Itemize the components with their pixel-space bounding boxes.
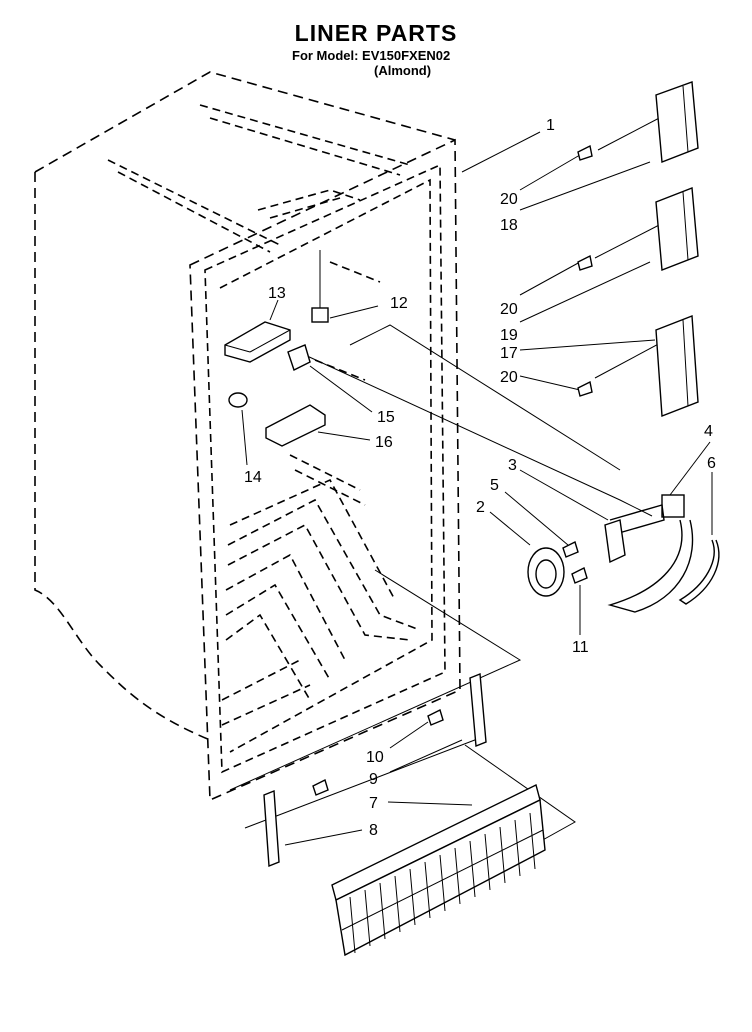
sensing-tube-6 bbox=[678, 539, 720, 605]
callout-4: 4 bbox=[704, 423, 713, 440]
callout-7: 7 bbox=[369, 795, 378, 812]
shelf-bracket-19 bbox=[655, 187, 699, 271]
screw-5 bbox=[562, 541, 579, 558]
callout-1: 1 bbox=[546, 117, 555, 134]
leader-lines bbox=[229, 114, 713, 951]
callout-20-c: 20 bbox=[500, 369, 518, 386]
callout-2: 2 bbox=[476, 499, 485, 516]
grille-7 bbox=[331, 783, 546, 957]
bracket-16 bbox=[265, 404, 326, 447]
callout-12: 12 bbox=[390, 295, 408, 312]
shelf-bracket-17 bbox=[655, 315, 699, 417]
model-number: For Model: EV150FXEN02 bbox=[292, 48, 451, 63]
screw-10-b bbox=[312, 779, 329, 796]
callout-3: 3 bbox=[508, 457, 517, 474]
screw-20-c bbox=[577, 380, 593, 397]
screw-20-b bbox=[577, 254, 593, 271]
socket-15 bbox=[287, 344, 311, 371]
callout-9: 9 bbox=[369, 771, 378, 788]
screw-11 bbox=[571, 567, 588, 584]
callout-15: 15 bbox=[377, 409, 395, 426]
diagram-title: LINER PARTS bbox=[294, 20, 458, 46]
callout-numbers: 1 20 18 20 19 17 20 13 12 15 16 14 4 6 3… bbox=[244, 117, 716, 839]
callout-18: 18 bbox=[500, 217, 518, 234]
color-label: (Almond) bbox=[374, 63, 432, 78]
rail-9 bbox=[469, 673, 487, 747]
callout-19: 19 bbox=[500, 327, 518, 344]
callout-17: 17 bbox=[500, 345, 518, 362]
light-shield-13 bbox=[224, 321, 291, 363]
callout-14: 14 bbox=[244, 469, 262, 486]
switch-12 bbox=[311, 250, 329, 323]
thermostat-4 bbox=[607, 494, 694, 613]
callout-11: 11 bbox=[572, 639, 589, 656]
screw-10-a bbox=[427, 709, 444, 726]
callout-5: 5 bbox=[490, 477, 499, 494]
callout-10: 10 bbox=[366, 749, 384, 766]
rail-8 bbox=[263, 789, 280, 868]
shelf-bracket-18 bbox=[655, 81, 699, 163]
bulb-14 bbox=[228, 392, 248, 408]
callout-16: 16 bbox=[375, 434, 393, 451]
callout-20-a: 20 bbox=[500, 191, 518, 208]
callout-8: 8 bbox=[369, 822, 378, 839]
mounting-plate-3 bbox=[604, 519, 626, 564]
cabinet-outline bbox=[34, 71, 461, 802]
knob-2 bbox=[527, 547, 565, 597]
callout-6: 6 bbox=[707, 455, 716, 472]
screw-20-a bbox=[577, 144, 593, 161]
callout-20-b: 20 bbox=[500, 301, 518, 318]
callout-13: 13 bbox=[268, 285, 286, 302]
